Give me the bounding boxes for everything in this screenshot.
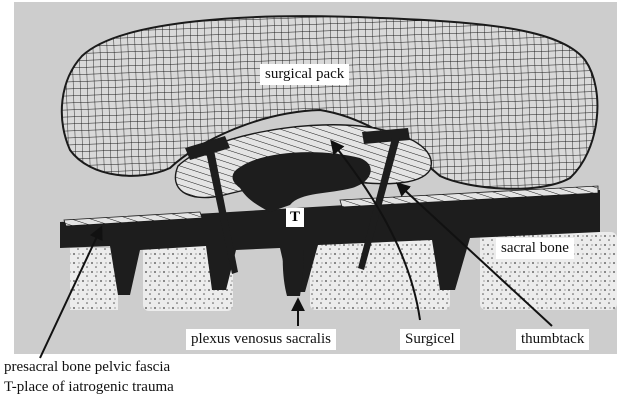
caption-line-2: T-place of iatrogenic trauma [4,379,174,396]
label-plexus-venosus-sacralis: plexus venosus sacralis [186,329,336,350]
label-surgical-pack: surgical pack [260,64,349,85]
label-t-marker: T [286,208,304,227]
plexus-vessel [283,248,304,296]
label-sacral-bone: sacral bone [496,238,574,259]
caption-line-1: presacral bone pelvic fascia [4,359,170,376]
label-thumbtack: thumbtack [516,329,589,350]
label-surgicel: Surgicel [400,329,460,350]
